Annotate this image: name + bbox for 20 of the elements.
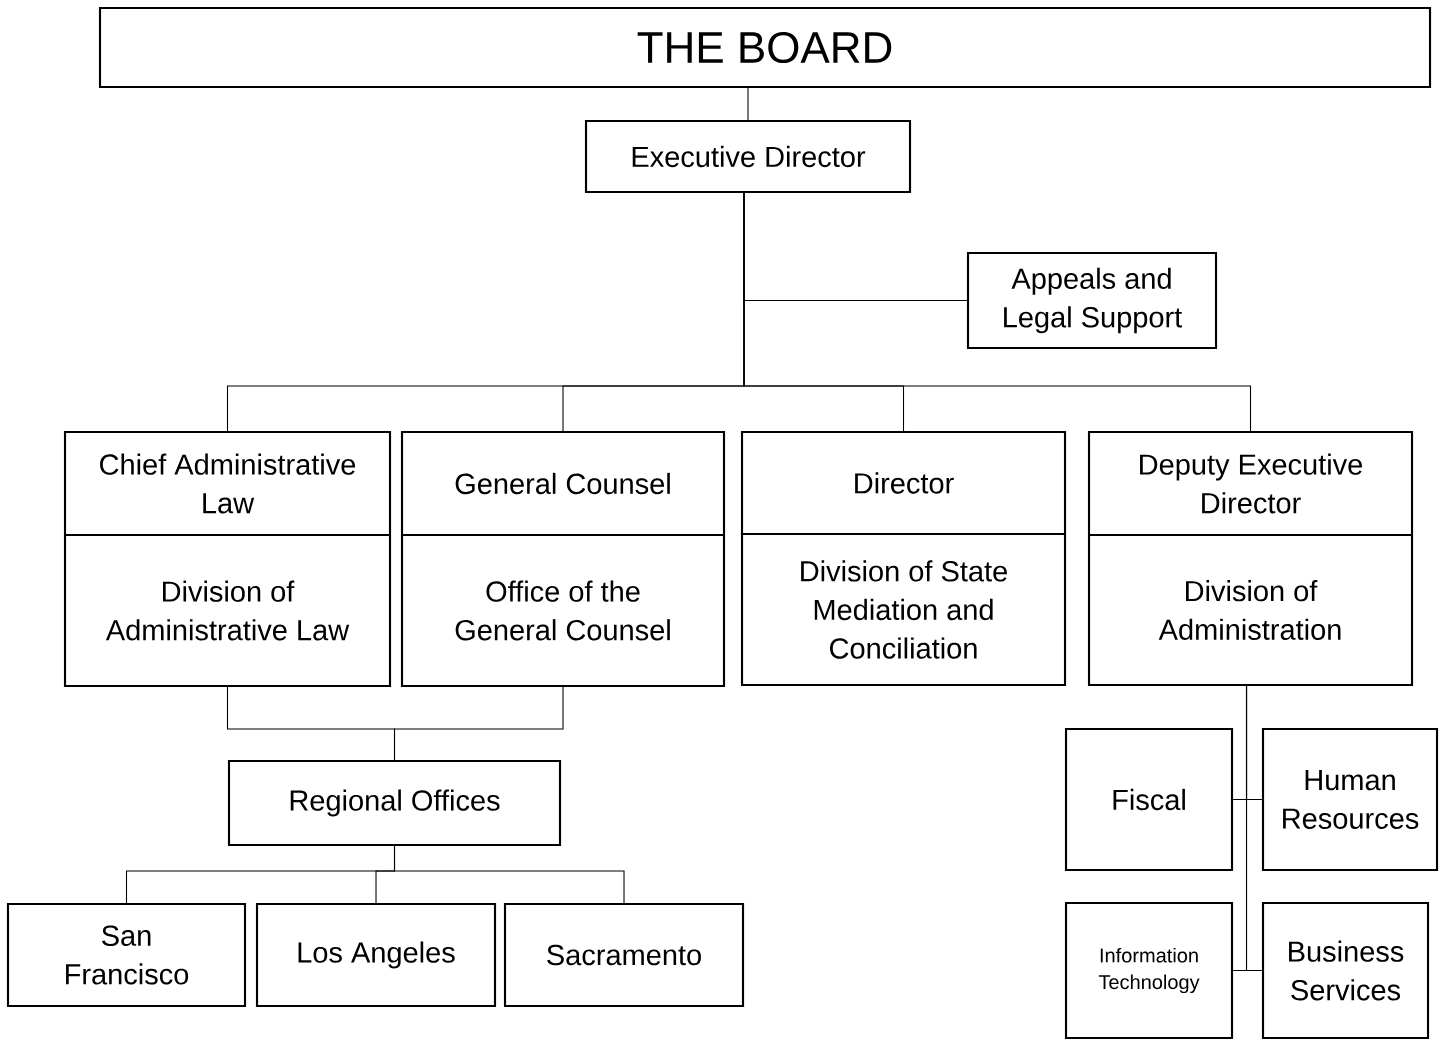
org-box: Fiscal	[1064, 727, 1234, 872]
org-box: Human Resources	[1261, 727, 1439, 872]
org-box: San Francisco	[6, 902, 247, 1008]
org-box: Regional Offices	[227, 759, 562, 847]
org-box: Director Division of State Mediation and Conciliation	[740, 430, 1067, 687]
org-box: Appeals and Legal Support	[966, 251, 1218, 350]
connector	[393, 845, 625, 904]
title-box: THE BOARD	[98, 6, 1432, 89]
org-box: Chief Administrative Law Division of Administrative Law	[63, 430, 392, 688]
org-box: Executive Director	[584, 119, 912, 194]
connector	[1246, 685, 1263, 972]
org-box: Information Technology	[1064, 901, 1234, 1040]
connector	[743, 192, 1252, 432]
org-box: Los Angeles	[255, 902, 497, 1008]
org-box: Business Services	[1261, 901, 1430, 1040]
org-box: General Counsel Office of the General Counsel	[400, 430, 726, 688]
connector	[393, 686, 564, 761]
connector	[747, 87, 749, 121]
org-box: Deputy Executive Director Division of Administration	[1087, 430, 1414, 687]
org-box: Sacramento	[503, 902, 745, 1008]
